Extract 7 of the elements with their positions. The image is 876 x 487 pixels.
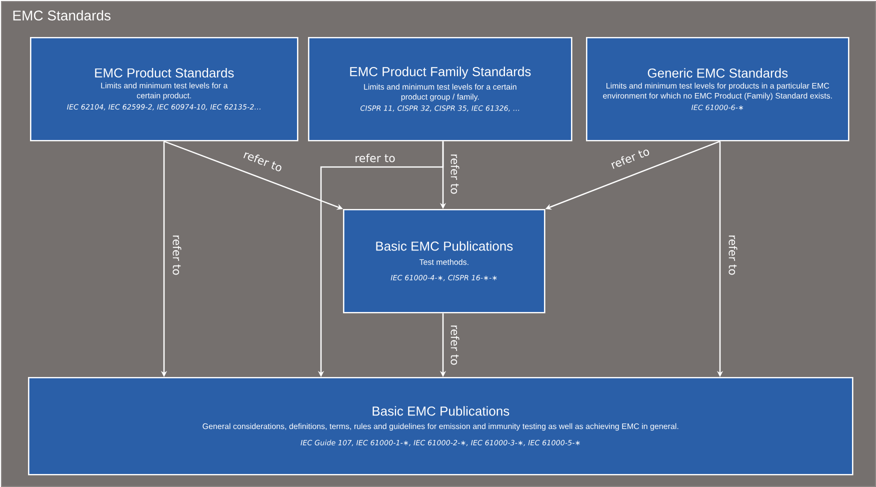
edge-label: refer to (356, 154, 395, 162)
edge-label: refer to (450, 154, 460, 194)
edge-label: refer to (172, 236, 182, 275)
edge-label: refer to (611, 150, 650, 169)
edge-label: refer to (728, 236, 738, 275)
edge-label: refer to (243, 152, 282, 172)
edge-label: refer to (450, 326, 460, 365)
